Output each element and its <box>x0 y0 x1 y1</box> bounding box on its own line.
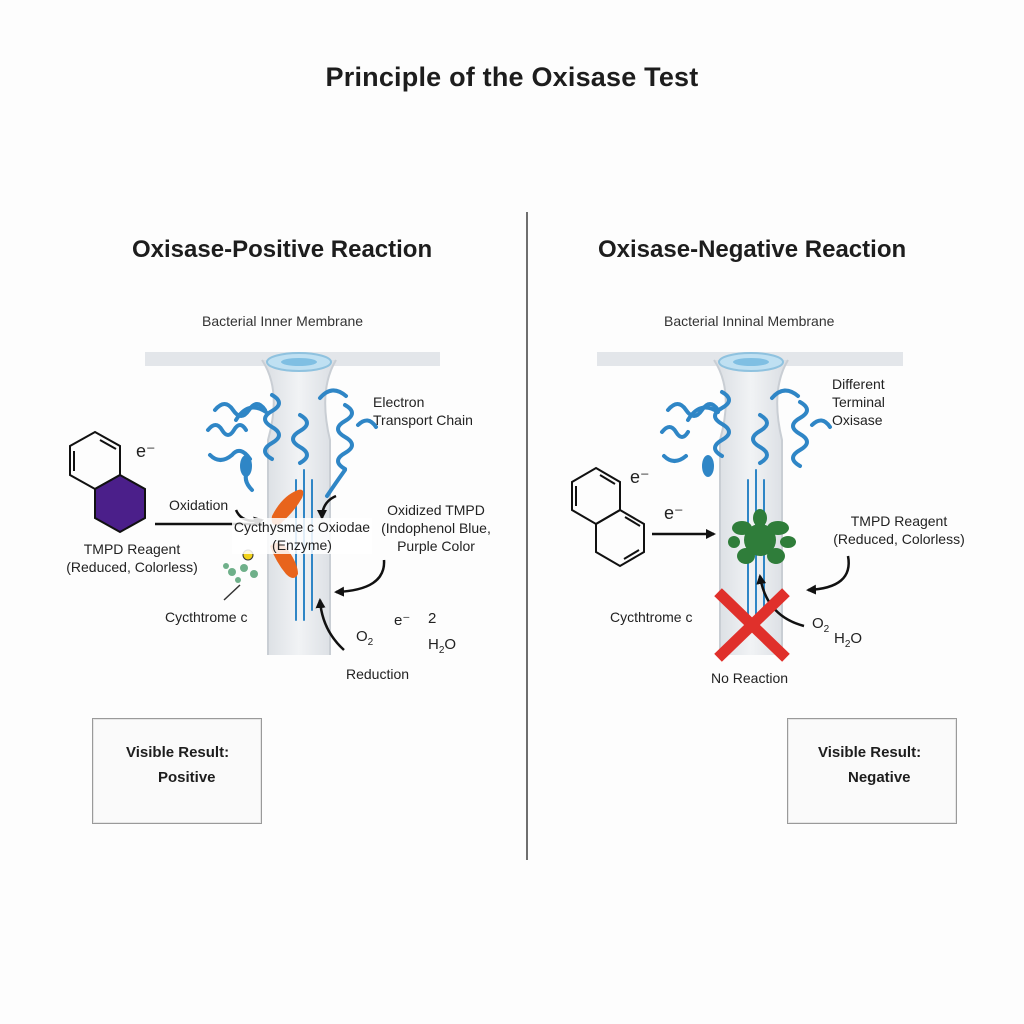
negative-result-box <box>787 718 957 824</box>
negative-o2-label: O2 <box>812 615 830 635</box>
positive-result-box <box>92 718 262 824</box>
positive-o2-label: O2 <box>356 628 374 648</box>
negative-reagent-label: TMPD Reagent (Reduced, Colorless) <box>833 513 965 547</box>
negative-benzene-ring-icon <box>571 466 645 568</box>
positive-result-title: Visible Result: <box>126 744 230 761</box>
no-reaction-label: No Reaction <box>711 670 789 686</box>
positive-cytochrome-label: Cycthtrome c <box>165 609 248 625</box>
enzyme-label: Cycthysme c Oxiodae (Enzyme) <box>232 518 372 554</box>
negative-cytochrome-label: Cycthtrome c <box>610 609 693 625</box>
positive-protein-ribbons <box>206 388 378 621</box>
negative-enzyme-shape <box>728 509 796 564</box>
page-title: Principle of the Oxisase Test <box>325 62 699 92</box>
negative-result-value: Negative <box>848 769 911 786</box>
red-cross-icon <box>714 588 790 662</box>
positive-electron-symbol: e⁻ <box>136 441 156 461</box>
negative-helix-blob <box>702 455 714 477</box>
negative-heading: Oxisase-Negative Reaction <box>598 236 907 263</box>
negative-h2o-label: H2O <box>834 630 863 650</box>
negative-electron-symbol-2: e⁻ <box>664 503 684 523</box>
oxidation-label: Oxidation <box>169 497 229 513</box>
negative-membrane-label: Bacterial Inninal Membrane <box>664 313 835 329</box>
negative-electron-symbol: e⁻ <box>630 467 650 487</box>
terminal-oxidase-label: Different Terminal Oxisase <box>832 376 885 428</box>
positive-heading: Oxisase-Positive Reaction <box>132 236 433 263</box>
panel-divider <box>526 212 528 860</box>
oxidized-tmpd-label: Oxidized TMPD (Indophenol Blue, Purple C… <box>381 502 491 554</box>
negative-membrane <box>597 352 903 655</box>
etc-label: Electron Transport Chain <box>373 394 473 428</box>
positive-e-label: e⁻ <box>394 612 411 629</box>
positive-cytochrome-molecule <box>223 549 258 601</box>
positive-membrane-label: Bacterial Inner Membrane <box>202 313 364 329</box>
positive-result-value: Positive <box>158 769 216 786</box>
positive-benzene-ring-icon <box>69 430 146 534</box>
negative-result-title: Visible Result: <box>818 744 922 761</box>
reduction-label: Reduction <box>346 666 410 682</box>
positive-h2o-label: H2O <box>428 636 457 656</box>
positive-helix-blob <box>240 455 252 477</box>
positive-reagent-label: TMPD Reagent (Reduced, Colorless) <box>66 541 198 575</box>
positive-two-label: 2 <box>428 610 437 627</box>
